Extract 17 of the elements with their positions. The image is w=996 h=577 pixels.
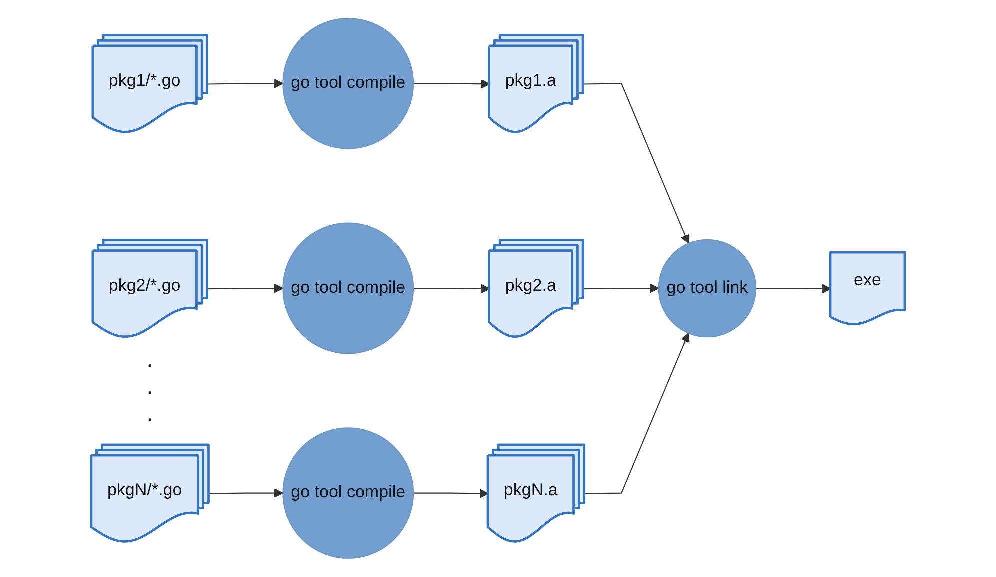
continuation-dot: .: [146, 402, 153, 425]
arrow: [413, 79, 490, 89]
arrow: [208, 79, 284, 88]
node-circle: go tool compile: [282, 18, 414, 150]
continuation-dot: .: [146, 348, 153, 371]
node-circle: go tool compile: [282, 222, 414, 354]
arrow: [413, 284, 490, 294]
arrow: [208, 284, 284, 294]
arrow: [209, 488, 284, 498]
node-circle: go tool link: [658, 239, 756, 338]
arrow: [756, 284, 832, 294]
arrow: [413, 489, 489, 498]
arrow: [584, 332, 690, 494]
continuation-dot: .: [146, 376, 153, 398]
arrow: [583, 83, 690, 244]
arrow: [583, 284, 660, 294]
node-circle: go tool compile: [282, 428, 414, 560]
